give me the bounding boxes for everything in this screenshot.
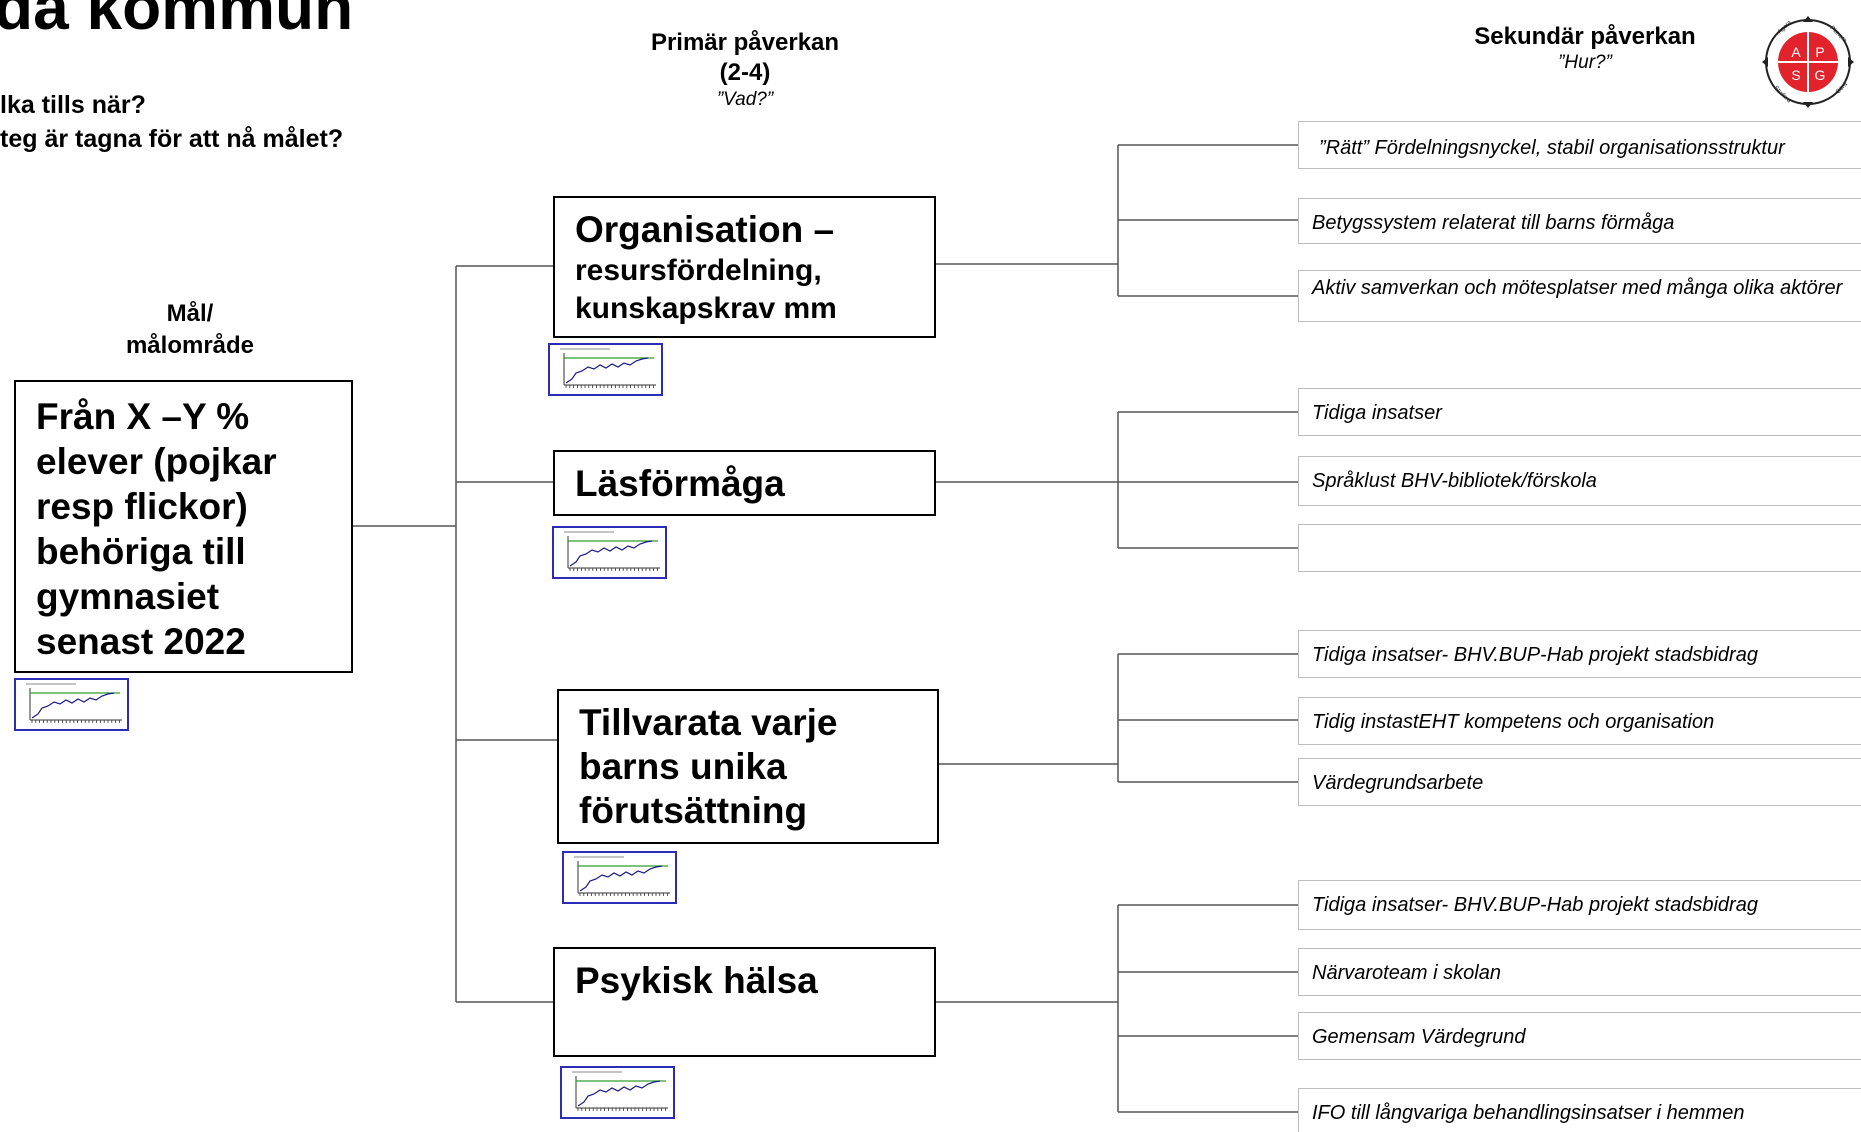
secondary-item: Tidiga insatser- BHV.BUP-Hab projekt sta… [1298,880,1861,930]
primary-node-desc: resursfördelning, [575,254,822,287]
logo-letter-p: P [1815,44,1824,60]
logo-letter-g: G [1815,67,1826,83]
goal-box: Från X –Y % elever (pojkar resp flickor)… [14,380,353,673]
goal-text-line: resp flickor) [36,486,248,527]
primary-node-organisation: Organisation – resursfördelning, kunskap… [553,196,936,338]
thumb-series-line [31,692,115,719]
logo-ring-label-studera: Studera [1773,85,1793,105]
secondary-impact-header: Sekundär påverkan ”Hur?” [1440,22,1730,74]
primary-impact-header: Primär påverkan (2-4) ”Vad?” [610,28,880,112]
primary-node-lasformaga: Läsförmåga [553,450,936,516]
logo-ring-label-planera: Planera [1829,25,1848,44]
goal-label: Mål/ målområde [100,298,280,362]
secondary-item: Tidiga insatser [1298,388,1861,436]
goal-text-line: Från X –Y % [36,396,250,437]
secondary-item-text: Tidiga insatser [1312,402,1442,424]
secondary-item-text: IFO till långvariga behandlingsinsatser … [1312,1102,1745,1124]
secondary-item: Värdegrundsarbete [1298,758,1861,806]
primary-node-title: Läsförmåga [575,463,785,504]
primary-impact-range: (2-4) [719,59,771,86]
secondary-item-text: Betygssystem relaterat till barns förmåg… [1312,212,1675,234]
primary-impact-sub: ”Vad?” [716,89,774,110]
secondary-item [1298,524,1861,572]
secondary-item: IFO till långvariga behandlingsinsatser … [1298,1088,1861,1132]
secondary-item: Tidiga insatser- BHV.BUP-Hab projekt sta… [1298,630,1861,678]
logo-ring-label-gora: Göra [1835,81,1849,95]
thumb-series-line [569,540,653,567]
primary-impact-label: Primär påverkan [650,29,840,56]
secondary-item-text: Närvaroteam i skolan [1312,962,1501,984]
secondary-item: Närvaroteam i skolan [1298,948,1861,996]
logo-ring-label-agera: Agera [1777,19,1793,35]
goal-text-line: elever (pojkar [36,441,277,482]
secondary-item: Gemensam Värdegrund [1298,1012,1861,1060]
goal-label-line-2: målområde [125,332,255,359]
run-chart-thumbnail[interactable] [548,343,663,396]
goal-text-line: senast 2022 [36,621,246,662]
pdsa-cycle-logo: A P S G Agera Planera Göra Studera [1762,16,1854,108]
goal-text-line: gymnasiet [36,576,220,617]
secondary-item-text: Tidig instastEHT kompetens och organisat… [1312,711,1715,733]
secondary-item-text: Värdegrundsarbete [1312,772,1484,794]
run-chart-thumbnail[interactable] [560,1066,675,1119]
secondary-item: Tidig instastEHT kompetens och organisat… [1298,697,1861,745]
secondary-item-text: Tidiga insatser- BHV.BUP-Hab projekt sta… [1312,644,1758,666]
goal-text-line: behöriga till [36,531,246,572]
question-line-1: lka tills när? [0,91,146,119]
thumb-series-line [565,357,649,384]
primary-node-psykisk-halsa: Psykisk hälsa [553,947,936,1057]
primary-node-title: Psykisk hälsa [575,960,818,1001]
secondary-item: ”Rätt” Fördelningsnyckel, stabil organis… [1298,121,1861,169]
run-chart-thumbnail[interactable] [552,526,667,579]
primary-node-tillvarata: Tillvarata varje barns unika förutsättni… [557,689,939,844]
secondary-item-text: Tidiga insatser- BHV.BUP-Hab projekt sta… [1312,894,1758,916]
secondary-item-text: Gemensam Värdegrund [1312,1026,1526,1048]
primary-node-title: Organisation – [575,209,835,250]
question-line-2: teg är tagna för att nå målet? [0,125,344,153]
goal-label-line-1: Mål/ [166,300,214,327]
thumb-series-line [579,865,663,892]
logo-letter-a: A [1791,44,1801,60]
secondary-item-text: Språklust BHV-bibliotek/förskola [1312,470,1597,492]
logo-letter-s: S [1791,67,1800,83]
secondary-item: Språklust BHV-bibliotek/förskola [1298,456,1861,506]
primary-node-title-line: Tillvarata varje [579,702,838,743]
primary-node-title-line: barns unika [579,746,787,787]
secondary-impact-sub: ”Hur?” [1558,52,1612,73]
primary-node-desc: kunskapskrav mm [575,292,837,325]
page-title: da kommun [0,0,354,43]
secondary-item: Betygssystem relaterat till barns förmåg… [1298,198,1861,244]
secondary-item: Aktiv samverkan och mötesplatser med mån… [1298,270,1861,322]
thumb-series-line [577,1080,661,1107]
run-chart-thumbnail[interactable] [562,851,677,904]
secondary-impact-label: Sekundär påverkan [1474,23,1696,50]
primary-node-title-line: förutsättning [579,790,808,831]
secondary-item-text: Aktiv samverkan och mötesplatser med mån… [1312,277,1843,299]
run-chart-thumbnail[interactable] [14,678,129,731]
secondary-item-text: ”Rätt” Fördelningsnyckel, stabil organis… [1319,137,1785,159]
